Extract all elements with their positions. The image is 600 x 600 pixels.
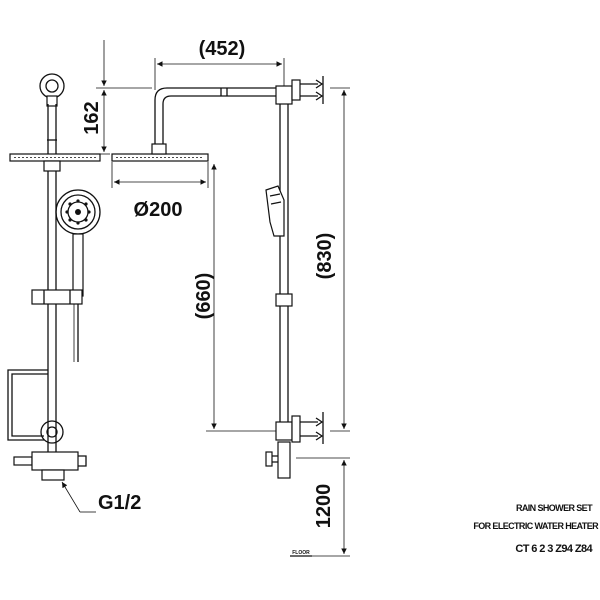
shower-arm-inner (162, 95, 290, 144)
floor-mark: FLOOR (290, 550, 312, 557)
inlet-pipe-loop (7, 369, 48, 441)
floor-label: FLOOR (292, 550, 310, 556)
diverter-body (13, 451, 87, 481)
dim-head-height: 162 (81, 101, 103, 134)
dimension-lines (61, 40, 350, 557)
top-wall-bracket (39, 73, 65, 107)
diverter-side (265, 441, 291, 479)
top-wall-anchor (291, 76, 324, 104)
dim-bar-to-head: (660) (193, 273, 215, 320)
lower-wall-bracket (40, 420, 64, 444)
shower-arm-outer (154, 87, 290, 144)
dim-install-height: 1200 (313, 484, 335, 529)
slide-holder-front (31, 289, 83, 305)
dim-arm-width: (452) (199, 38, 246, 60)
hand-shower-side (265, 185, 285, 237)
dim-thread: G1/2 (98, 492, 141, 514)
slide-holder-side (275, 293, 293, 307)
title-line-1: RAIN SHOWER SET (516, 503, 593, 513)
lower-wall-anchor (275, 412, 324, 444)
front-view (7, 73, 101, 481)
hand-shower-front (55, 189, 101, 297)
side-view (265, 76, 324, 479)
title-line-2: FOR ELECTRIC WATER HEATER (473, 521, 599, 531)
dim-head-diameter: Ø200 (134, 199, 183, 221)
title-block: RAIN SHOWER SET FOR ELECTRIC WATER HEATE… (473, 503, 599, 555)
rain-head-front (9, 153, 101, 172)
model-number: CT 6 2 3 Z94 Z84 (515, 543, 593, 555)
dim-total-height: (830) (314, 233, 336, 280)
head-detail (111, 87, 290, 162)
